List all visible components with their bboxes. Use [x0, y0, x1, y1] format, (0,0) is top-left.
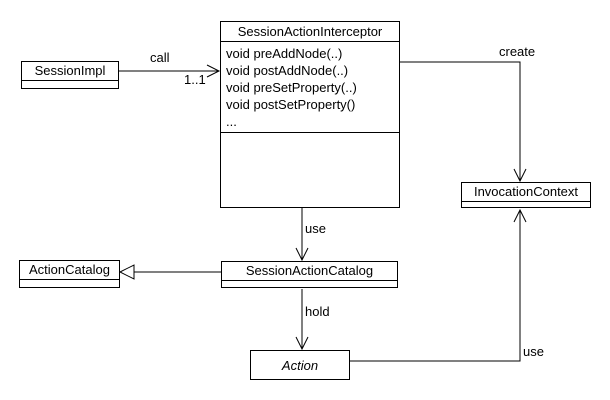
class-action: Action	[250, 350, 350, 380]
use-context-arrowhead-icon	[513, 208, 527, 223]
class-sessionactioninterceptor-empty-compartment	[221, 132, 399, 207]
generalization-triangle-icon	[118, 264, 135, 280]
create-association-line	[400, 61, 521, 181]
use-catalog-label: use	[305, 221, 326, 236]
class-sessionactioncatalog-name: SessionActionCatalog	[245, 263, 374, 278]
class-sessionimpl: SessionImpl	[21, 61, 119, 89]
use-context-label: use	[523, 344, 544, 359]
class-actioncatalog-attributes-compartment	[20, 279, 119, 287]
class-actioncatalog: ActionCatalog	[19, 260, 120, 288]
class-action-name: Action	[281, 357, 319, 373]
class-sessionactioncatalog-attributes-compartment	[222, 280, 397, 287]
class-invocationcontext-attributes-compartment	[462, 201, 590, 207]
method-ellipsis: ...	[226, 114, 237, 129]
use-catalog-arrowhead-icon	[295, 247, 309, 262]
class-sessionactioninterceptor-name: SessionActionInterceptor	[237, 24, 383, 39]
method-postaddnode: void postAddNode(..)	[226, 63, 349, 78]
hold-arrowhead-icon	[295, 336, 309, 351]
class-sessionactioninterceptor: SessionActionInterceptor void preAddNode…	[220, 21, 400, 208]
create-label: create	[499, 44, 536, 59]
call-multiplicity-label: 1..1	[184, 72, 206, 87]
create-arrowhead-icon	[513, 168, 527, 183]
method-presetproperty: void preSetProperty(..)	[226, 80, 357, 95]
class-sessionactioncatalog: SessionActionCatalog	[221, 261, 398, 288]
method-preaddnode: void preAddNode(..)	[226, 46, 343, 61]
method-postsetproperty: void postSetProperty()	[226, 97, 356, 112]
class-sessionimpl-name: SessionImpl	[34, 63, 106, 78]
class-actioncatalog-name: ActionCatalog	[29, 262, 110, 277]
call-label: call	[150, 50, 170, 65]
class-invocationcontext-name: InvocationContext	[473, 184, 579, 199]
class-sessionactioninterceptor-methods-compartment: void preAddNode(..) void postAddNode(..)…	[221, 41, 399, 132]
class-sessionimpl-attributes-compartment	[22, 80, 118, 88]
class-invocationcontext: InvocationContext	[461, 182, 591, 208]
call-arrowhead-icon	[206, 64, 221, 78]
hold-label: hold	[305, 304, 330, 319]
use-context-association-line	[350, 210, 521, 362]
